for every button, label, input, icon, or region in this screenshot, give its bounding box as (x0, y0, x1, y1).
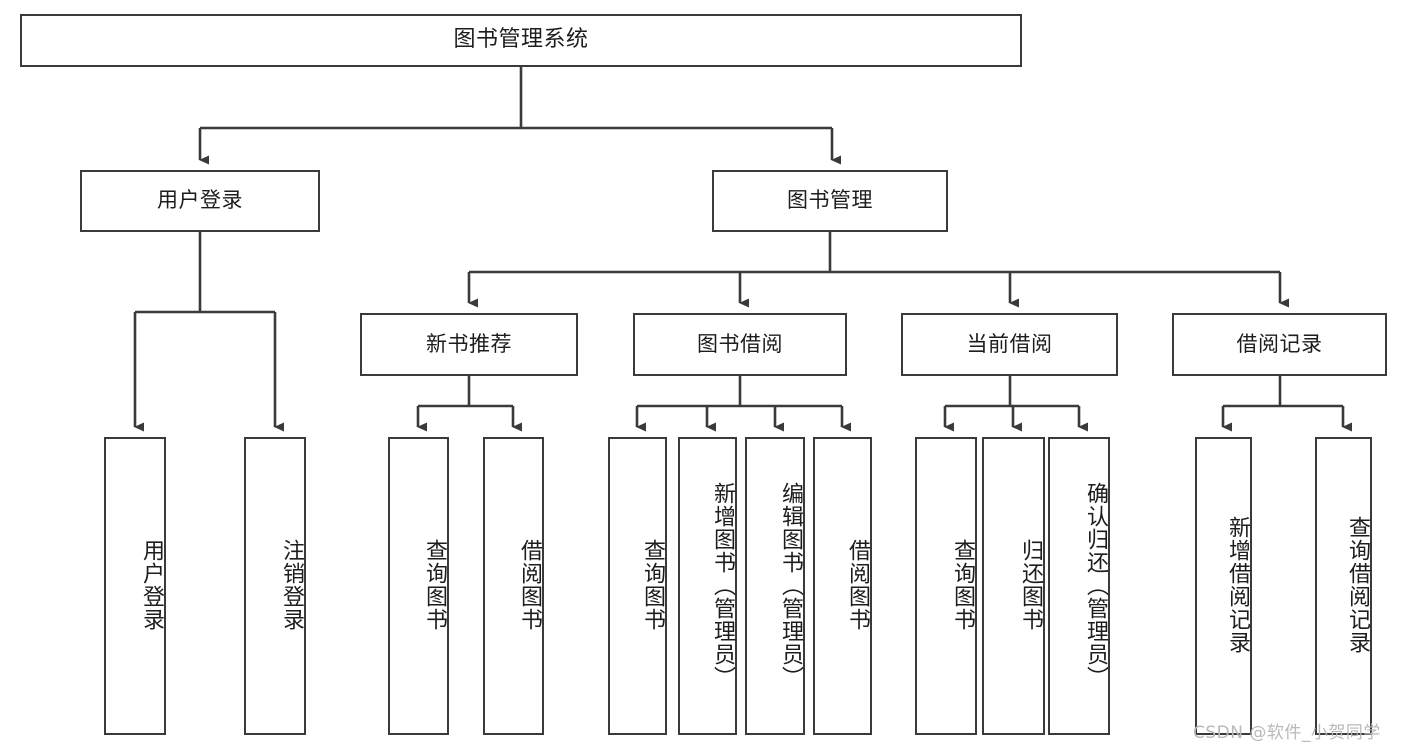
leaf-borrow-record-query[interactable]: 查询借阅记录 (1315, 437, 1372, 735)
csdn-watermark: CSDN @软件_小贺同学 (1193, 723, 1381, 743)
node-book-borrow[interactable]: 图书借阅 (633, 313, 847, 376)
node-current-borrow[interactable]: 当前借阅 (901, 313, 1118, 376)
leaf-label: 查询图书 (950, 539, 975, 631)
leaf-label: 新增图书（管理员） (710, 481, 735, 689)
leaf-borrow-record-add[interactable]: 新增借阅记录 (1195, 437, 1252, 735)
leaf-label: 确认归还（管理员） (1083, 481, 1108, 689)
leaf-book-borrow-edit[interactable]: 编辑图书（管理员） (745, 437, 805, 735)
leaf-label: 借阅图书 (845, 539, 870, 631)
leaf-book-borrow-add[interactable]: 新增图书（管理员） (678, 437, 737, 735)
leaf-label: 注销登录 (279, 539, 304, 631)
leaf-user-login-logout[interactable]: 注销登录 (244, 437, 306, 735)
leaf-label: 归还图书 (1018, 539, 1043, 631)
leaf-label: 用户登录 (139, 539, 164, 631)
node-user-login[interactable]: 用户登录 (80, 170, 320, 232)
leaf-current-borrow-return[interactable]: 归还图书 (982, 437, 1045, 735)
node-borrow-record[interactable]: 借阅记录 (1172, 313, 1387, 376)
leaf-current-borrow-query[interactable]: 查询图书 (915, 437, 977, 735)
leaf-book-borrow-borrow[interactable]: 借阅图书 (813, 437, 872, 735)
leaf-user-login-login[interactable]: 用户登录 (104, 437, 166, 735)
leaf-label: 查询图书 (422, 539, 447, 631)
leaf-current-borrow-confirm-return[interactable]: 确认归还（管理员） (1048, 437, 1110, 735)
leaf-label: 新增借阅记录 (1225, 516, 1250, 654)
node-book-management[interactable]: 图书管理 (712, 170, 948, 232)
leaf-new-book-borrow[interactable]: 借阅图书 (483, 437, 544, 735)
leaf-label: 查询借阅记录 (1345, 516, 1370, 654)
leaf-label: 查询图书 (640, 539, 665, 631)
leaf-label: 借阅图书 (517, 539, 542, 631)
leaf-label: 编辑图书（管理员） (778, 481, 803, 689)
leaf-book-borrow-query[interactable]: 查询图书 (608, 437, 667, 735)
leaf-new-book-query[interactable]: 查询图书 (388, 437, 449, 735)
node-root-system[interactable]: 图书管理系统 (20, 14, 1022, 67)
node-new-book-recommend[interactable]: 新书推荐 (360, 313, 578, 376)
